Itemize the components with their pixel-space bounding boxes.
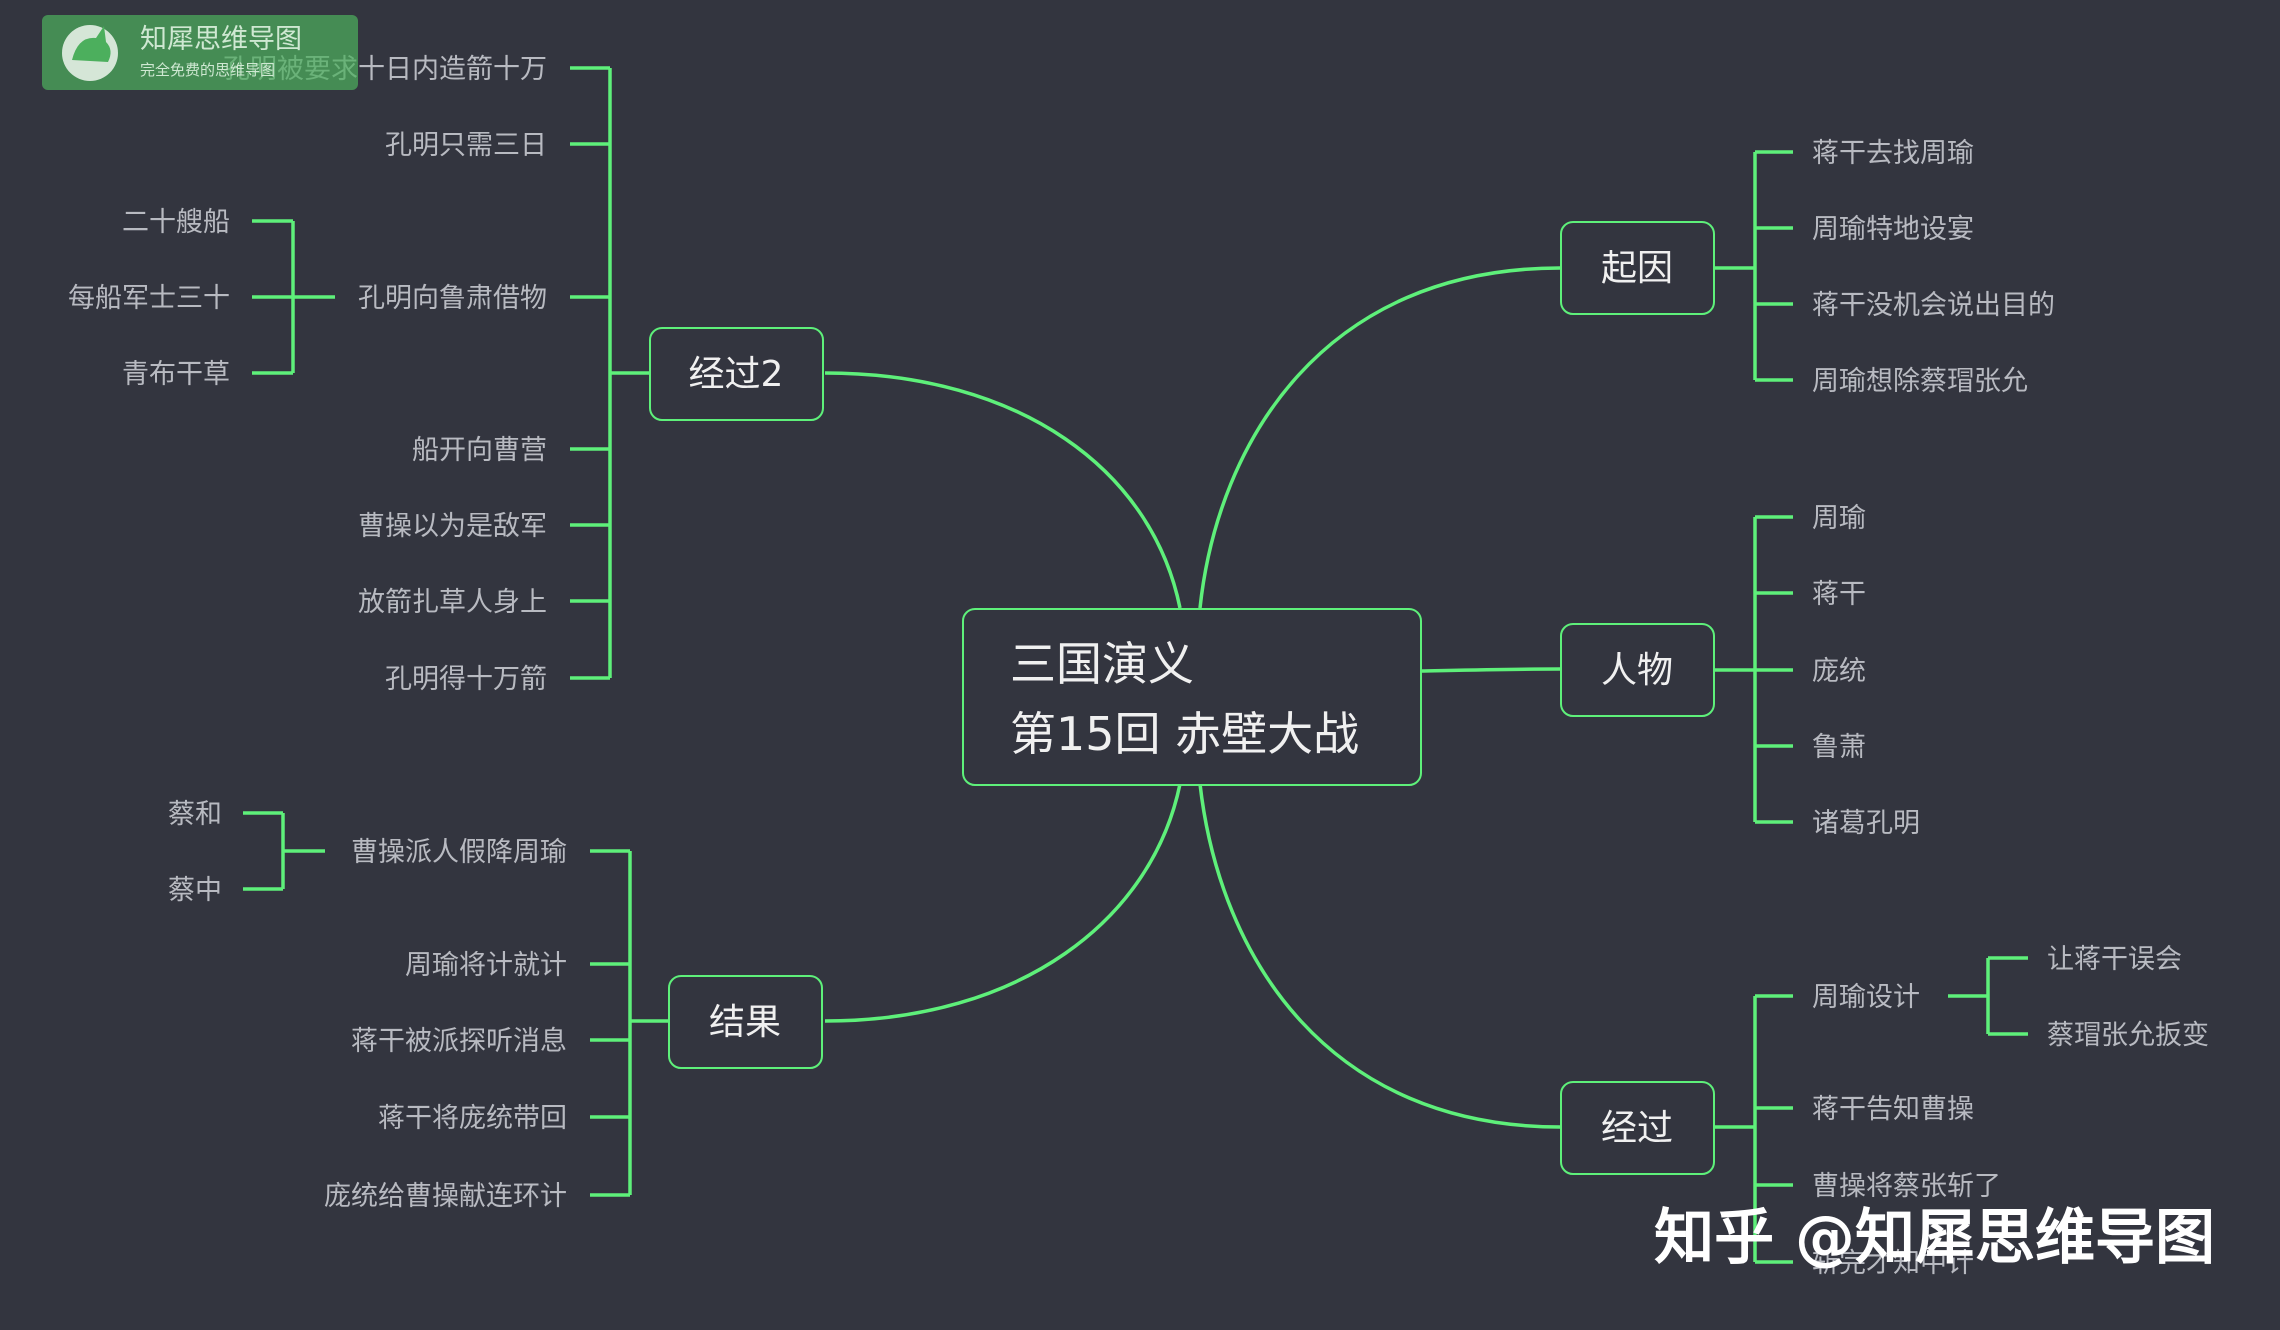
node-jieguo-label: 结果 <box>709 1002 781 1043</box>
leaf-renwu: 庞统 <box>1812 656 1866 687</box>
bracket-jingguo2 <box>570 66 650 680</box>
leaf-sheji-child: 让蒋干误会 <box>2047 944 2182 975</box>
center-node[interactable] <box>962 608 1422 786</box>
leaf-jieguo-surrender: 曹操派人假降周瑜 <box>351 837 567 868</box>
bracket-surrender <box>243 811 325 891</box>
leaf-jingguo2-borrow: 孔明向鲁肃借物 <box>358 283 547 314</box>
leaf-jingguo2: 曹操以为是敌军 <box>358 511 547 542</box>
leaf-qiyin: 周瑜特地设宴 <box>1812 214 1974 245</box>
node-jieguo[interactable] <box>668 975 823 1069</box>
leaf-jieguo: 蒋干被派探听消息 <box>351 1026 567 1057</box>
center-subtitle: 第15回 赤壁大战 <box>1010 707 1359 761</box>
leaf-surrender-child: 蔡中 <box>168 875 222 906</box>
connector-jingguo2 <box>824 371 1182 609</box>
leaf-jingguo-sheji: 周瑜设计 <box>1812 982 1920 1013</box>
leaf-renwu: 诸葛孔明 <box>1812 808 1920 839</box>
watermark-logo-subtitle: 完全免费的思维导图 <box>140 61 275 79</box>
node-renwu[interactable] <box>1560 623 1715 717</box>
rhino-logo-icon <box>62 25 118 81</box>
watermark-zhihu: 知乎 @知犀思维导图 <box>1654 1203 2215 1273</box>
leaf-qiyin: 周瑜想除蔡瑁张允 <box>1812 366 2028 397</box>
leaf-jingguo: 蒋干告知曹操 <box>1812 1094 1974 1125</box>
leaf-renwu: 蒋干 <box>1812 579 1866 610</box>
leaf-renwu: 鲁萧 <box>1812 732 1866 763</box>
node-qiyin[interactable] <box>1560 221 1715 315</box>
connector-renwu <box>1419 667 1561 673</box>
connector-qiyin <box>1198 266 1561 609</box>
leaf-borrow-child: 二十艘船 <box>122 207 230 238</box>
node-renwu-label: 人物 <box>1601 650 1673 691</box>
leaf-borrow-child: 每船军士三十 <box>68 283 230 314</box>
node-jingguo2-label: 经过2 <box>689 354 784 395</box>
leaf-qiyin: 蒋干去找周瑜 <box>1812 138 1974 169</box>
node-jingguo[interactable] <box>1560 1081 1715 1175</box>
leaf-qiyin: 蒋干没机会说出目的 <box>1812 290 2055 321</box>
leaf-jingguo: 斩完才知中计 <box>1812 1248 1974 1279</box>
watermark-logo-title: 知犀思维导图 <box>140 24 302 55</box>
bracket-borrow <box>252 219 335 375</box>
connector-jieguo <box>824 783 1182 1023</box>
bracket-renwu <box>1714 515 1793 824</box>
connector-jingguo <box>1198 783 1561 1129</box>
leaf-sheji-child: 蔡瑁张允扳变 <box>2047 1020 2209 1051</box>
bracket-qiyin <box>1714 150 1793 382</box>
center-title: 三国演义 <box>1010 637 1194 691</box>
leaf-jieguo: 庞统给曹操献连环计 <box>324 1181 567 1212</box>
node-jingguo2[interactable] <box>649 327 824 421</box>
leaf-jieguo: 周瑜将计就计 <box>405 950 567 981</box>
leaf-renwu: 周瑜 <box>1812 503 1866 534</box>
leaf-jieguo: 蒋干将庞统带回 <box>378 1103 567 1134</box>
leaf-jingguo2: 放箭扎草人身上 <box>358 587 547 618</box>
bracket-jieguo <box>590 849 668 1197</box>
leaf-jingguo2: 孔明只需三日 <box>385 130 547 161</box>
node-qiyin-label: 起因 <box>1601 248 1673 289</box>
bracket-sheji <box>1948 956 2028 1036</box>
leaf-borrow-child: 青布干草 <box>122 359 230 390</box>
leaf-jingguo: 曹操将蔡张斩了 <box>1812 1171 2001 1202</box>
leaf-jingguo2: 船开向曹营 <box>412 435 547 466</box>
watermark-logo: 知犀思维导图 完全免费的思维导图 <box>42 15 358 90</box>
leaf-surrender-child: 蔡和 <box>168 799 222 830</box>
bracket-jingguo <box>1714 994 1793 1264</box>
leaf-jingguo2: 孔明得十万箭 <box>385 664 547 695</box>
node-jingguo-label: 经过 <box>1601 1108 1673 1149</box>
